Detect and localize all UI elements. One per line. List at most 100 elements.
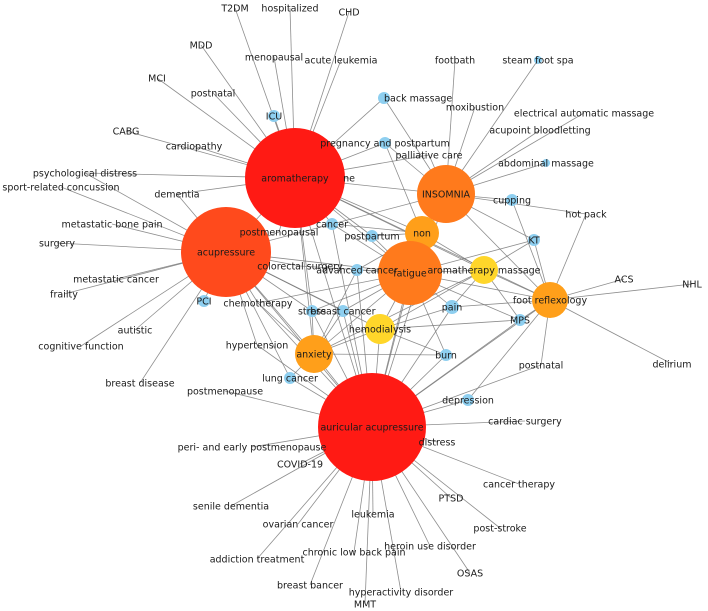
node-label-auricular_acupressure: auricular acupressure	[320, 423, 423, 434]
node-label-cupping: cupping	[493, 196, 531, 207]
node-label-abdominal_massage: abdominal massage	[498, 159, 594, 170]
node-label-nhl: NHL	[682, 280, 702, 291]
node-label-postnatal_r: postnatal	[519, 361, 564, 372]
node-auricular_acupressure	[318, 373, 426, 481]
node-fatigue	[378, 241, 442, 305]
node-foot_reflexology	[532, 282, 568, 318]
node-label-icu: ICU	[266, 112, 282, 123]
node-massage	[470, 256, 498, 284]
node-label-addiction: addiction treatment	[210, 555, 305, 566]
node-label-postmenopausal_a: postmenopausal	[240, 228, 319, 239]
node-label-insomnia: INSOMNIA	[422, 190, 471, 201]
node-abdominal_massage	[542, 159, 550, 167]
node-acupressure	[181, 207, 271, 297]
node-label-acute_leukemia: acute leukemia	[305, 56, 378, 67]
node-icu	[268, 110, 280, 122]
node-label-colorectal_surgery: colorectal surgery	[257, 262, 343, 273]
node-lung_cancer	[284, 372, 296, 384]
node-depression	[462, 394, 474, 406]
node-label-foot_reflexology: foot reflexology	[513, 296, 588, 307]
node-label-non: non	[413, 229, 431, 240]
node-label-delirium: delirium	[653, 360, 692, 371]
node-label-mci: MCI	[148, 74, 166, 85]
node-anxiety	[295, 335, 333, 373]
node-cupping	[506, 194, 518, 206]
node-label-t2dm: T2DM	[220, 4, 248, 15]
node-label-hot_pack: hot pack	[565, 210, 607, 221]
node-label-cabg: CABG	[113, 127, 140, 138]
node-label-psych: psychological distress	[33, 169, 137, 180]
node-mps	[514, 314, 526, 326]
node-label-menopausal: menopausal	[245, 53, 303, 64]
node-label-leukemia: leukemia	[351, 510, 394, 521]
node-label-acs: ACS	[615, 275, 634, 286]
node-label-metastatic_cancer: metastatic cancer	[73, 275, 159, 286]
node-kt	[528, 234, 540, 246]
node-steam_foot_spa	[534, 56, 542, 64]
edge-foot_reflexology-depression	[467, 299, 551, 401]
node-label-cognitive: cognitive function	[38, 342, 123, 353]
node-label-metastatic_bone: metastatic bone pain	[62, 220, 163, 231]
edge-foot_reflexology-nhl	[549, 283, 693, 301]
edge-hemodialysis-mps	[379, 319, 521, 330]
node-label-moxibustion: moxibustion	[446, 103, 504, 114]
node-pregnancy	[379, 137, 391, 149]
node-label-frailty: frailty	[50, 290, 78, 301]
node-label-anxiety: anxiety	[296, 350, 332, 361]
node-label-postpartum: postpartum	[344, 232, 399, 243]
node-label-autistic: autistic	[118, 326, 153, 337]
node-label-depression: depression	[442, 396, 494, 407]
node-hemodialysis	[365, 314, 395, 344]
node-label-post_stroke: post-stroke	[473, 524, 526, 535]
node-label-acupoint: acupoint bloodletting	[489, 126, 590, 137]
node-label-aromatherapy: aromatherapy	[261, 174, 329, 185]
node-stress	[306, 305, 318, 317]
node-advanced_cancer	[351, 264, 363, 276]
node-label-mmt: MMT	[354, 600, 376, 611]
node-label-kt: KT	[528, 236, 539, 247]
node-label-hemodialysis: hemodialysis	[349, 325, 411, 336]
node-label-electrical: electrical automatic massage	[514, 109, 654, 120]
node-label-back_massage: back massage	[384, 94, 452, 105]
node-label-mdd: MDD	[190, 41, 213, 52]
node-label-distress: distress	[419, 438, 456, 449]
node-pain	[445, 300, 459, 314]
node-label-steam_foot_spa: steam foot spa	[502, 56, 573, 67]
node-label-breast_cancer: breast cancer	[310, 307, 375, 318]
node-label-surgery: surgery	[39, 239, 75, 250]
node-layer	[181, 56, 568, 481]
node-label-acupressure: acupressure	[197, 248, 255, 259]
node-back_massage	[378, 92, 390, 104]
edge-anxiety-massage	[313, 269, 485, 355]
node-label-covid: COVID-19	[277, 460, 323, 471]
node-label-ptsd: PTSD	[439, 494, 464, 505]
node-label-pain: pain	[442, 303, 463, 314]
node-label-hyperactivity: hyperactivity disorder	[349, 588, 454, 599]
node-postpartum	[366, 230, 378, 242]
node-label-pci: PCI	[196, 297, 211, 308]
node-label-postnatal_l: postnatal	[191, 89, 236, 100]
node-label-chd: CHD	[338, 8, 359, 19]
node-label-ovarian: ovarian cancer	[263, 520, 334, 531]
node-label-dementia: dementia	[154, 190, 199, 201]
node-insomnia	[417, 165, 475, 223]
node-label-sport: sport-related concussion	[2, 183, 119, 194]
node-label-heroin: heroin use disorder	[384, 542, 476, 553]
node-label-breast_disease: breast disease	[105, 379, 174, 390]
node-label-pregnancy: pregnancy and postpartum	[320, 139, 450, 150]
node-label-massage: aromatherapy massage	[427, 266, 540, 277]
node-label-breast_bancer: breast bancer	[277, 581, 343, 592]
node-label-advanced_cancer: advanced cancer	[316, 266, 398, 277]
node-label-palliative: palliative care	[395, 151, 462, 162]
node-label-footbath: footbath	[435, 56, 475, 67]
edge-anxiety-burn	[313, 353, 447, 356]
node-label-fatigue: fatigue	[393, 269, 427, 280]
node-label-chemotherapy: chemotherapy	[223, 299, 293, 310]
node-pci	[198, 295, 210, 307]
node-cancer	[326, 218, 338, 230]
node-label-peri_early: peri- and early postmenopause	[178, 443, 327, 454]
node-label-stress: stress	[298, 307, 326, 318]
